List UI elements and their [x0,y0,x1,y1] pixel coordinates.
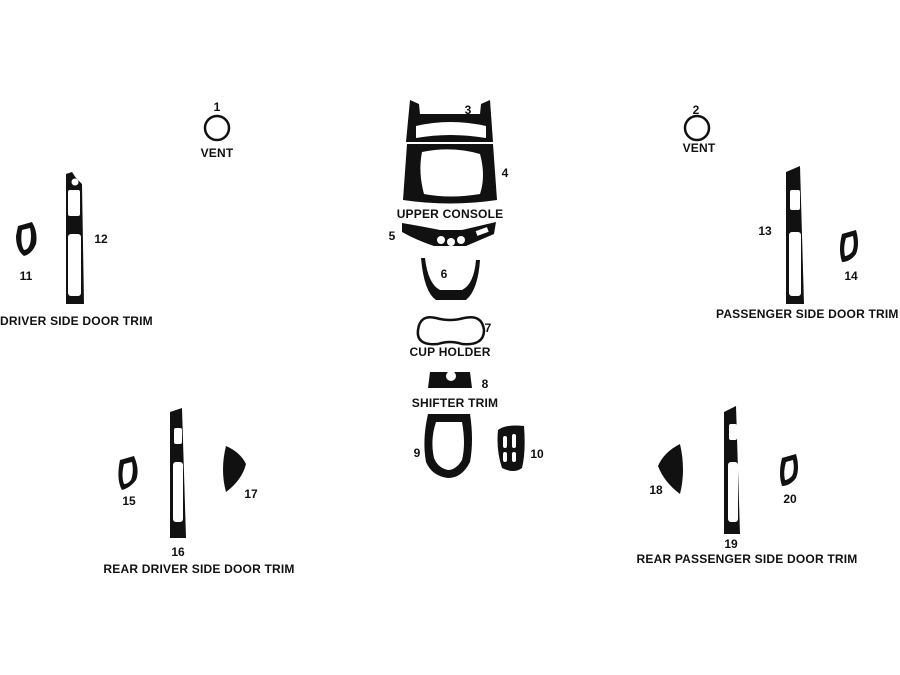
part-5-label: 5 [388,229,396,243]
part-14-shape [840,230,858,262]
part-13-shape [786,166,804,304]
part-13-label: 13 [758,224,772,238]
driver-door-caption: DRIVER SIDE DOOR TRIM [0,314,153,328]
part-3-shape [406,100,493,142]
part-12-shape [66,172,84,304]
part-19-shape [724,406,740,534]
part-9-shape [424,414,472,478]
part-14-label: 14 [844,269,858,283]
part-20-shape [780,454,798,486]
part-7-shape [416,316,486,346]
part-10-shape [497,425,525,471]
part-20-label: 20 [783,492,797,506]
part-2-label: 2 [692,103,700,117]
part-7-label: 7 [484,321,492,335]
part-6-label: 6 [440,267,448,281]
part-4-shape [403,144,497,204]
part-19-label: 19 [724,537,738,551]
part-6-shape [421,258,480,300]
part-12-label: 12 [94,232,108,246]
part-1-label: 1 [213,100,221,114]
part-10-label: 10 [530,447,544,461]
part-5-shape [402,222,496,246]
passenger-door-caption: PASSENGER SIDE DOOR TRIM [716,307,899,321]
part-9-label: 9 [413,446,421,460]
part-18-label: 18 [649,483,663,497]
shifter-trim-caption: SHIFTER TRIM [411,396,499,410]
rear-passenger-door-caption: REAR PASSENGER SIDE DOOR TRIM [636,552,858,566]
part-17-shape [223,446,246,492]
rear-driver-door-caption: REAR DRIVER SIDE DOOR TRIM [103,562,295,576]
vent-right-caption: VENT [682,141,716,155]
part-18-shape [658,444,683,494]
part-16-label: 16 [171,545,185,559]
part-17-label: 17 [244,487,258,501]
part-11-shape [16,222,37,256]
vent-left-caption: VENT [200,146,234,160]
upper-console-caption: UPPER CONSOLE [396,207,504,221]
part-15-shape [118,456,138,490]
part-15-label: 15 [122,494,136,508]
part-11-label: 11 [19,269,33,283]
part-8-shape [428,371,472,388]
part-2-shape [683,114,711,142]
part-1-shape [203,114,231,142]
cup-holder-caption: CUP HOLDER [409,345,491,359]
part-3-label: 3 [464,103,472,117]
part-16-shape [170,408,186,538]
part-4-label: 4 [501,166,509,180]
part-8-label: 8 [481,377,489,391]
